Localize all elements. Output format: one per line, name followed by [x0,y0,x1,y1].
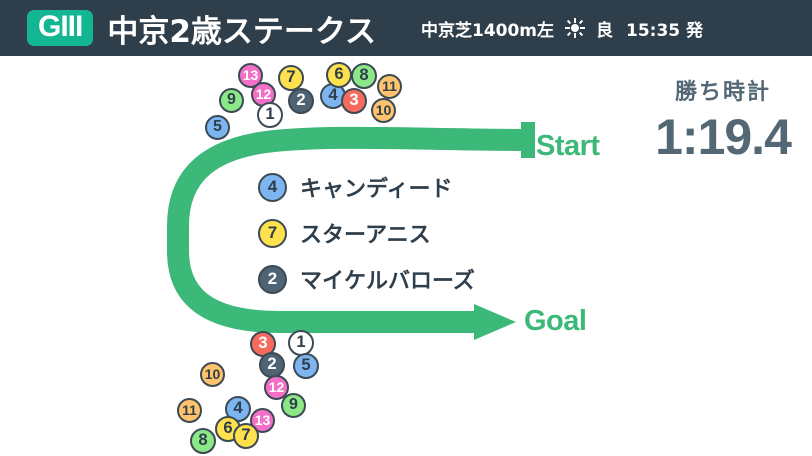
track-diagram [167,122,535,340]
horse-marker: 2 [259,352,285,378]
course-info: 中京芝1400m左 [420,20,555,41]
legend-row: 7 スターアニス [258,218,475,248]
horse-marker: 10 [371,98,396,123]
horse-marker: 6 [326,62,352,88]
horse-marker: 5 [205,115,230,140]
legend-horse-name: マイケルバローズ [300,269,475,294]
horse-marker: 1 [257,102,283,128]
legend-horse-number: 2 [258,264,287,294]
winning-time-panel: 勝ち時計 1:19.4 [648,74,798,166]
horse-legend: 4 キャンディード 7 スターアニス 2 マイケルバローズ [258,172,475,310]
horse-marker: 1 [288,330,314,356]
legend-row: 2 マイケルバローズ [258,264,475,294]
winning-time-caption: 勝ち時計 [674,80,771,105]
horse-marker: 10 [200,362,225,387]
legend-horse-number: 7 [258,218,287,248]
grade-badge: GIII [27,10,94,46]
legend-horse-number: 4 [258,172,287,202]
horse-marker: 7 [233,423,259,449]
race-header: GIII 中京2歳ステークス 中京芝1400m左 良 15:35 発 [0,0,812,56]
horse-marker: 13 [250,408,275,433]
sun-icon [565,18,586,38]
legend-row: 4 キャンディード [258,172,475,202]
horse-marker: 5 [293,353,319,379]
horse-marker: 9 [281,393,306,418]
horse-marker: 12 [264,375,289,400]
horse-marker: 11 [377,74,402,99]
horse-marker: 11 [177,398,202,423]
winning-time-value: 1:19.4 [655,109,792,165]
horse-marker: 8 [190,428,216,454]
start-marker [521,122,535,158]
post-time: 15:35 発 [626,20,704,41]
legend-horse-name: キャンディード [300,177,453,202]
race-meta: 中京芝1400m左 良 15:35 発 [421,16,703,41]
horse-marker: 8 [351,63,377,89]
horse-marker: 2 [288,88,314,114]
page-title: 中京2歳ステークス [107,13,376,50]
legend-horse-name: スターアニス [300,223,431,248]
track-condition: 良 [596,20,614,41]
track-path [167,126,531,333]
goal-label: Goal [524,305,587,337]
horse-marker: 7 [278,65,304,91]
start-label: Start [536,130,600,162]
horse-marker: 3 [341,88,367,114]
goal-arrow [474,304,516,340]
horse-marker: 9 [219,88,244,113]
